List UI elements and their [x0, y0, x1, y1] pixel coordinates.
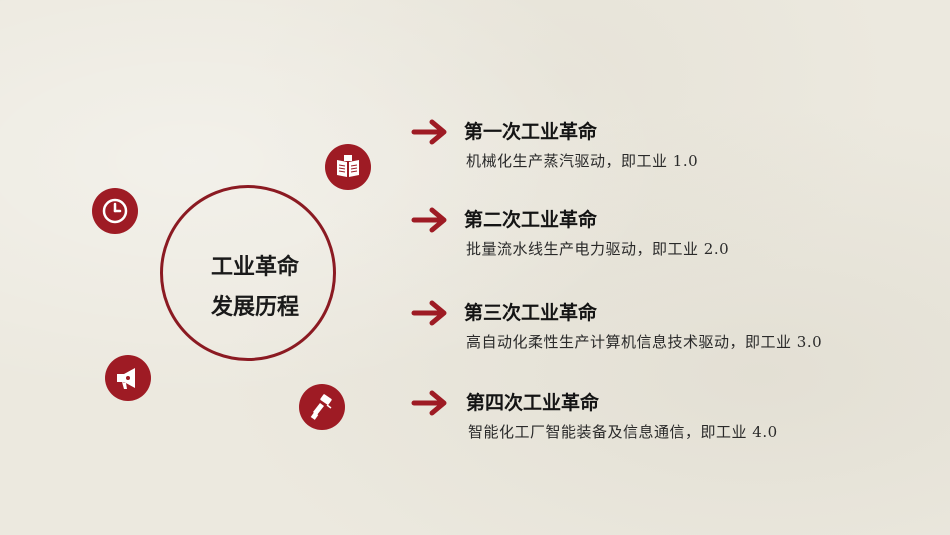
clock-icon	[92, 188, 138, 234]
arrow-right-icon	[411, 300, 447, 326]
revolution-title: 第三次工业革命	[464, 302, 598, 324]
revolution-title: 第四次工业革命	[466, 392, 600, 414]
arrow-right-icon	[411, 119, 447, 145]
revolution-desc: 机械化生产蒸汽驱动，即工业 1.0	[466, 152, 699, 170]
revolution-title: 第一次工业革命	[464, 121, 598, 143]
paint-roller-icon	[299, 384, 345, 430]
revolution-desc: 高自动化柔性生产计算机信息技术驱动，即工业 3.0	[466, 333, 823, 351]
center-title-line2: 发展历程	[210, 295, 299, 320]
arrow-right-icon	[411, 390, 447, 416]
revolution-desc: 智能化工厂智能装备及信息通信，即工业 4.0	[468, 423, 778, 441]
arrow-right-icon	[411, 207, 447, 233]
center-ring	[160, 185, 336, 361]
revolution-title: 第二次工业革命	[464, 209, 598, 231]
book-icon	[325, 144, 371, 190]
megaphone-icon	[105, 355, 151, 401]
revolution-desc: 批量流水线生产电力驱动，即工业 2.0	[466, 240, 730, 258]
center-title: 工业革命 发展历程	[160, 248, 350, 328]
center-title-line1: 工业革命	[210, 255, 299, 280]
